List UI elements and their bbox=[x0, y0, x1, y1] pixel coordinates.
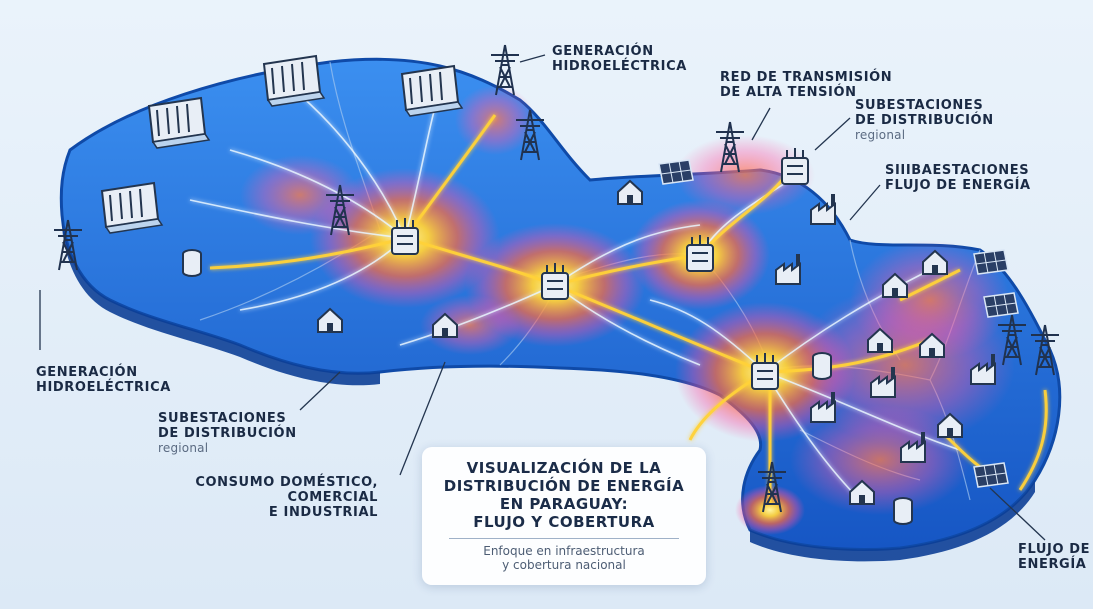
label-subestaciones-top: SUBESTACIONES DE DISTRIBUCIÓN regional bbox=[855, 98, 994, 143]
label-generacion-left: GENERACIÓN HIDROELÉCTRICA bbox=[36, 365, 171, 395]
label-consumo: CONSUMO DOMÉSTICO, COMERCIAL E INDUSTRIA… bbox=[192, 475, 378, 520]
label-flujo-top: SIIIBAESTACIONES FLUJO DE ENERGÍA bbox=[885, 163, 1031, 193]
solar-panel-icon bbox=[973, 249, 1009, 275]
dam-icon bbox=[263, 55, 325, 107]
label-line: FLUJO DE ENERGÍA bbox=[885, 178, 1031, 193]
page-subtitle: Enfoque en infraestructura y cobertura n… bbox=[422, 544, 706, 572]
label-line: GENERACIÓN bbox=[552, 44, 654, 59]
label-line: DE ALTA TENSIÓN bbox=[720, 85, 857, 100]
label-sub: regional bbox=[855, 128, 906, 142]
title-divider bbox=[449, 538, 679, 539]
dam-icon bbox=[101, 182, 163, 234]
callout-lines bbox=[39, 54, 1046, 541]
title-line: EN PARAGUAY: bbox=[499, 495, 629, 513]
label-line: COMERCIAL bbox=[287, 490, 378, 505]
label-line: DE DISTRIBUCIÓN bbox=[855, 113, 994, 128]
subtitle-line: y cobertura nacional bbox=[502, 558, 626, 572]
label-line: CONSUMO DOMÉSTICO, bbox=[195, 475, 378, 490]
title-line: DISTRIBUCIÓN DE ENERGÍA bbox=[443, 477, 685, 495]
dam-icon bbox=[148, 97, 210, 149]
dam-icon bbox=[401, 65, 463, 117]
title-line: FLUJO Y COBERTURA bbox=[473, 513, 655, 531]
title-line: VISUALIZACIÓN DE LA bbox=[466, 459, 662, 477]
label-line: ENERGÍA bbox=[1018, 557, 1087, 572]
label-generacion-top: GENERACIÓN HIDROELÉCTRICA bbox=[552, 44, 687, 74]
solar-panel-icon bbox=[983, 292, 1019, 318]
title-card: VISUALIZACIÓN DE LA DISTRIBUCIÓN DE ENER… bbox=[422, 447, 706, 585]
storage-tank-icon bbox=[182, 249, 202, 277]
label-line: GENERACIÓN bbox=[36, 365, 138, 380]
label-line: E INDUSTRIAL bbox=[268, 505, 378, 520]
label-sub: regional bbox=[158, 441, 209, 455]
subtitle-line: Enfoque en infraestructura bbox=[483, 544, 645, 558]
label-line: SUBESTACIONES bbox=[855, 98, 984, 113]
label-line: FLUJO DE bbox=[1018, 542, 1091, 557]
solar-panel-icon bbox=[658, 159, 694, 185]
storage-tank-icon bbox=[893, 497, 913, 525]
storage-tank-icon bbox=[812, 352, 832, 380]
solar-panel-icon bbox=[973, 462, 1009, 488]
label-subestaciones-bottom: SUBESTACIONES DE DISTRIBUCIÓN regional bbox=[158, 411, 297, 456]
label-red-transmision: RED DE TRANSMISIÓN DE ALTA TENSIÓN bbox=[720, 70, 892, 100]
label-line: DE DISTRIBUCIÓN bbox=[158, 426, 297, 441]
page-title: VISUALIZACIÓN DE LA DISTRIBUCIÓN DE ENER… bbox=[422, 459, 706, 531]
label-flujo-right: FLUJO DE ENERGÍA bbox=[1018, 542, 1090, 572]
label-line: HIDROELÉCTRICA bbox=[552, 59, 687, 74]
label-line: HIDROELÉCTRICA bbox=[36, 380, 171, 395]
label-line: RED DE TRANSMISIÓN bbox=[720, 70, 893, 85]
label-line: SUBESTACIONES bbox=[158, 411, 287, 426]
label-line: SIIIBAESTACIONES bbox=[885, 163, 1030, 178]
